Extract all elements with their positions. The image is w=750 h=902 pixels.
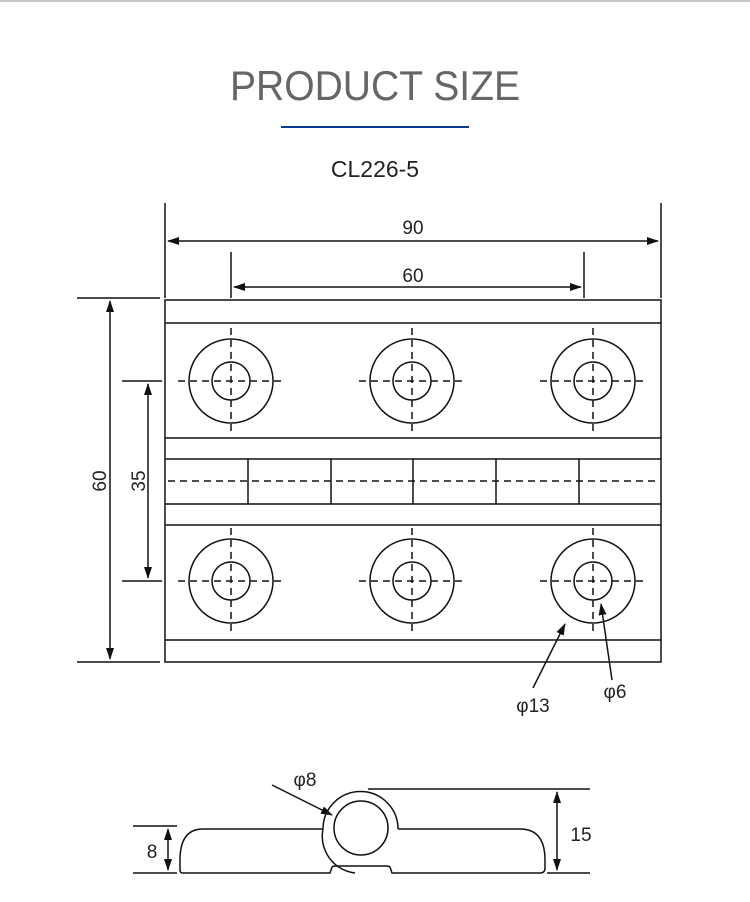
dim-hole-spacing: 60 (402, 266, 423, 287)
dim-hole-row-spacing: 35 (129, 470, 150, 491)
dim-leaf-thickness: 8 (147, 842, 158, 863)
dim-pin-diameter: φ8 (294, 770, 317, 791)
side-view (133, 784, 590, 874)
dim-inner-hole: φ6 (604, 682, 627, 703)
dim-outer-hole: φ13 (516, 696, 549, 717)
page-title: PRODUCT SIZE (229, 62, 521, 109)
model-number: CL226-5 (330, 156, 420, 182)
dim-total-thickness: 15 (570, 825, 591, 846)
top-border (0, 0, 750, 2)
dim-overall-width: 90 (402, 218, 423, 239)
dim-overall-height: 60 (90, 470, 111, 491)
title-underline (281, 126, 469, 128)
